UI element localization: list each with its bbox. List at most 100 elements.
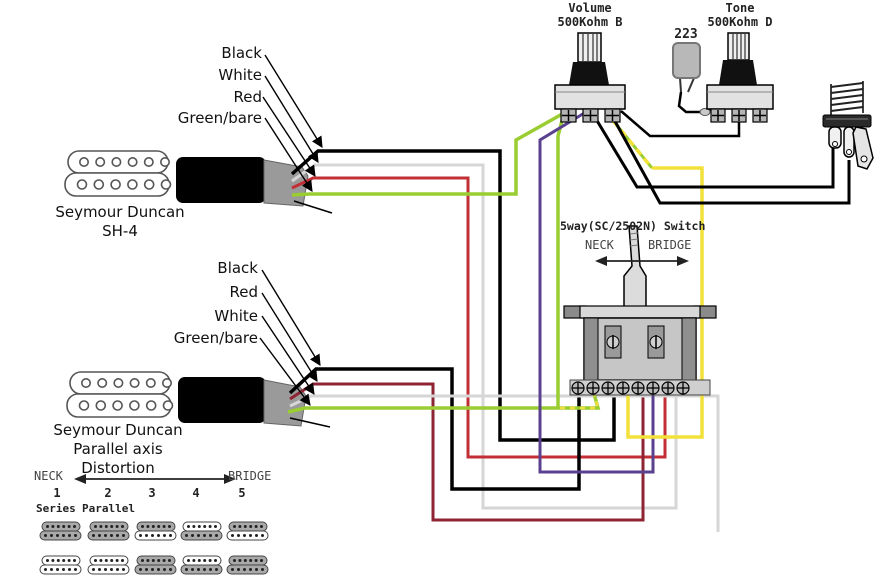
legend-mode-series: Series xyxy=(36,502,76,515)
wire-neck-bare xyxy=(293,200,333,214)
five-way-switch-icon xyxy=(563,225,717,396)
legend-pole-dot xyxy=(203,559,207,562)
legend-pole-dot xyxy=(46,525,49,528)
pole-piece-icon xyxy=(162,400,174,411)
legend-pole-dot xyxy=(168,559,171,562)
pole-piece-icon xyxy=(145,377,156,388)
pole-piece-icon xyxy=(145,400,157,411)
legend-pole-dot xyxy=(145,568,148,571)
legend-coil-icon xyxy=(226,564,269,575)
legend-pole-dot xyxy=(104,568,107,571)
volume-pot-icon xyxy=(554,32,626,123)
legend-pole-dot xyxy=(197,534,200,537)
wire-jack-sleeve xyxy=(609,113,851,205)
legend-pole-dot xyxy=(208,525,212,528)
jack-tip-contact xyxy=(852,126,874,170)
legend-pole-dot xyxy=(187,525,190,528)
legend-pole-dot xyxy=(249,559,253,562)
capacitor-leg xyxy=(687,77,695,93)
legend-pole-dot xyxy=(254,559,258,562)
neck-pickup-icon xyxy=(64,150,172,197)
legend-pole-dot xyxy=(254,525,258,528)
legend-pole-dot xyxy=(145,534,148,537)
legend-coil-icon xyxy=(180,530,223,541)
pole-piece-icon xyxy=(127,157,138,168)
legend-pole-dot xyxy=(121,525,124,528)
legend-pole-dot xyxy=(157,525,161,528)
legend-pole-dot xyxy=(51,525,55,528)
legend-pole-dot xyxy=(62,568,65,571)
pole-piece-icon xyxy=(97,377,108,388)
legend-pole-dot xyxy=(116,534,119,537)
legend-pole-dot xyxy=(260,525,263,528)
legend-pole-dot xyxy=(162,559,166,562)
switch-lever xyxy=(623,225,647,309)
legend-pole-dot xyxy=(94,525,97,528)
legend-pole-dot xyxy=(214,559,217,562)
legend-pole-dot xyxy=(141,525,144,528)
legend-pole-dot xyxy=(151,568,154,571)
legend-pole-dot xyxy=(191,534,194,537)
pole-piece-icon xyxy=(160,157,171,168)
legend-position-1: 1 xyxy=(53,486,61,500)
legend-pole-dot xyxy=(104,525,108,528)
legend-pole-dot xyxy=(168,525,171,528)
legend-pole-dot xyxy=(191,568,194,571)
bridge-pickup-name-line1: Seymour Duncan xyxy=(53,421,183,439)
pole-piece-icon xyxy=(129,400,140,411)
bridge-wire-label-white: White xyxy=(214,307,258,325)
legend-pole-dot xyxy=(261,534,264,537)
output-jack-icon xyxy=(822,81,874,170)
legend-pole-dot xyxy=(151,525,155,528)
legend-pole-dot xyxy=(98,568,101,571)
wire-bridge-green-dash-overlay xyxy=(560,389,600,410)
legend-pole-dot xyxy=(92,568,95,571)
pole-piece-icon xyxy=(129,377,140,388)
switch-terminals xyxy=(571,381,690,395)
legend-pole-dot xyxy=(115,525,119,528)
pole-piece-icon xyxy=(113,377,124,388)
legend-pole-dot xyxy=(243,534,246,537)
volume-pot-label: Volume 500Kohm B xyxy=(540,1,640,29)
legend-pole-dot xyxy=(208,559,212,562)
tone-value: 500Kohm D xyxy=(707,15,773,29)
legend-pole-dot xyxy=(203,525,207,528)
pole-piece-icon xyxy=(111,157,122,168)
legend-pole-dot xyxy=(169,534,172,537)
legend-pole-dot xyxy=(56,568,59,571)
legend-range-arrow xyxy=(74,474,236,484)
bridge-wire-label-green: Green/bare xyxy=(173,329,258,347)
legend-pole-dot xyxy=(98,534,101,537)
legend-pole-dot xyxy=(115,559,119,562)
bridge-pickup-name-line3: Distortion xyxy=(81,459,155,477)
legend-pole-dot xyxy=(157,534,160,537)
legend-pole-dot xyxy=(209,534,212,537)
pole-piece-icon xyxy=(127,179,138,190)
legend-pole-dot xyxy=(62,559,66,562)
wire-volume-to-tone xyxy=(620,110,741,138)
neck-pickup-name-line2: SH-4 xyxy=(102,222,138,240)
wire-bridge-green xyxy=(287,389,601,414)
neck-pickup-cable xyxy=(176,157,309,207)
wires xyxy=(287,77,851,532)
legend-coil-icon xyxy=(39,530,82,541)
legend-pole-dot xyxy=(73,559,76,562)
legend-pole-dot xyxy=(68,568,71,571)
pole-piece-icon xyxy=(143,179,155,190)
legend-pole-dot xyxy=(151,534,154,537)
legend-pole-dot xyxy=(192,559,196,562)
tone-pot-icon xyxy=(706,32,774,123)
legend-pole-dot xyxy=(157,568,160,571)
legend-position-4: 4 xyxy=(192,486,200,500)
legend-coil-icon xyxy=(134,530,177,541)
legend-pole-dot xyxy=(122,568,125,571)
volume-value: 500Kohm B xyxy=(557,15,623,29)
legend-pole-dot xyxy=(146,559,150,562)
legend-pole-dot xyxy=(214,525,217,528)
legend-pole-dot xyxy=(67,559,71,562)
legend-pole-dot xyxy=(56,525,60,528)
bridge-wire-label-red: Red xyxy=(229,283,259,301)
wire-switch-output-yellow xyxy=(626,166,704,439)
volume-pot-lugs xyxy=(560,108,621,123)
